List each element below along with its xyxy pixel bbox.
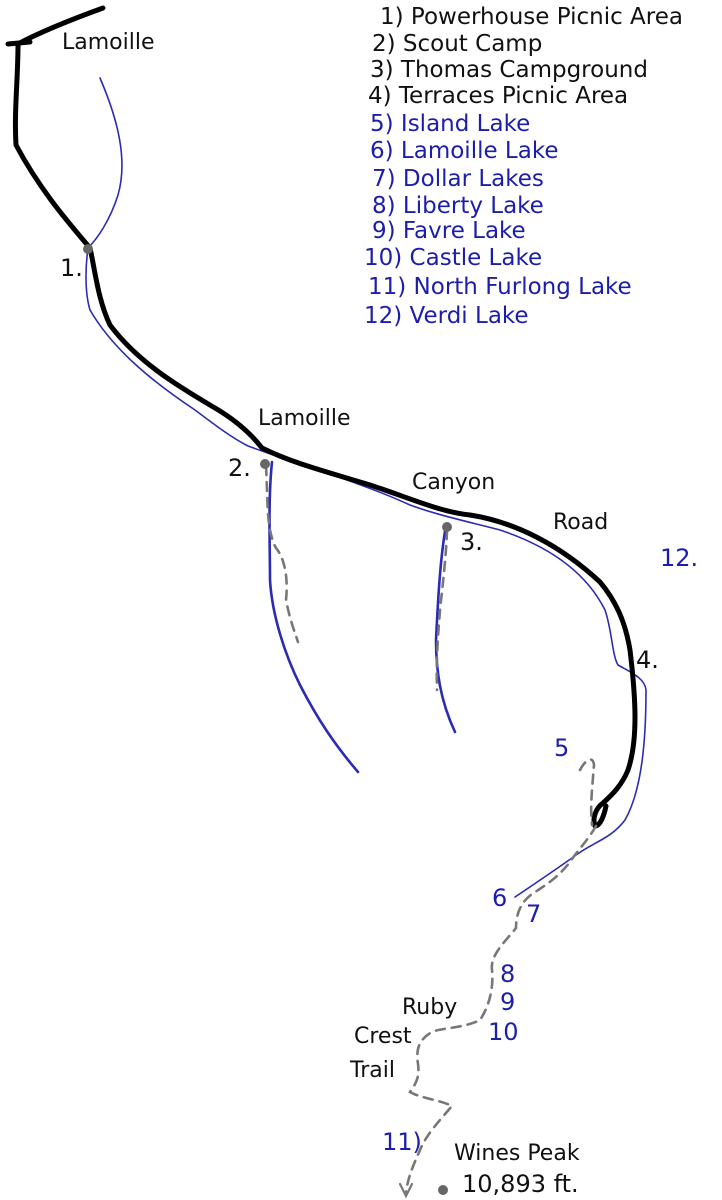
trail-ruby-crest xyxy=(404,824,598,1194)
marker-wines-peak xyxy=(438,1185,448,1195)
legend-item: 3) Thomas Campground xyxy=(370,57,648,83)
site-number-6: 6 xyxy=(492,884,508,912)
site-number-2: 2. xyxy=(228,454,251,482)
marker-thomas xyxy=(442,522,452,532)
marker-scout-camp xyxy=(260,459,270,469)
label-lamoille-mid: Lamoille xyxy=(258,406,351,431)
trail-arrowhead xyxy=(398,1182,414,1199)
legend-item: 11) North Furlong Lake xyxy=(368,274,632,300)
label-trail: Trail xyxy=(350,1058,395,1083)
site-number-8: 8 xyxy=(500,960,516,988)
lamoille-canyon-road xyxy=(12,5,638,829)
legend-item: 5) Island Lake xyxy=(370,111,531,137)
site-number-5: 5 xyxy=(554,734,570,762)
site-number-3: 3. xyxy=(460,528,483,556)
site-number-9: 9 xyxy=(500,988,516,1016)
legend-item: 8) Liberty Lake xyxy=(372,193,544,219)
trail-thomas xyxy=(435,528,449,692)
stream-scout-camp xyxy=(268,460,360,774)
trail-scout-camp xyxy=(264,464,300,644)
label-ruby: Ruby xyxy=(402,995,458,1020)
legend-item: 2) Scout Camp xyxy=(372,31,543,57)
stream-thomas xyxy=(434,523,457,734)
label-canyon: Canyon xyxy=(412,470,496,495)
label-crest: Crest xyxy=(354,1024,412,1049)
legend-item: 12) Verdi Lake xyxy=(364,303,529,329)
site-number-4: 4. xyxy=(636,646,659,674)
trail-island-lake xyxy=(578,758,596,827)
label-road: Road xyxy=(553,510,609,535)
road-top-spur xyxy=(5,39,33,47)
site-number-1: 1. xyxy=(60,254,83,282)
legend-item: 9) Favre Lake xyxy=(372,218,526,244)
label-wines-elevation: 10,893 ft. xyxy=(462,1170,579,1198)
stream-upper xyxy=(85,77,647,898)
marker-powerhouse xyxy=(83,244,93,254)
site-number-10: 10 xyxy=(488,1018,519,1046)
label-lamoille-top: Lamoille xyxy=(62,30,155,55)
legend-item: 7) Dollar Lakes xyxy=(372,166,544,192)
legend-item: 6) Lamoille Lake xyxy=(370,138,559,164)
legend-item: 10) Castle Lake xyxy=(364,245,543,271)
site-number-7: 7 xyxy=(526,900,542,928)
legend-item: 4) Terraces Picnic Area xyxy=(368,83,629,109)
site-number-11: 11) xyxy=(382,1128,422,1156)
legend-item: 1) Powerhouse Picnic Area xyxy=(380,4,683,30)
site-number-12: 12. xyxy=(660,544,699,572)
label-wines-peak: Wines Peak xyxy=(454,1141,580,1166)
